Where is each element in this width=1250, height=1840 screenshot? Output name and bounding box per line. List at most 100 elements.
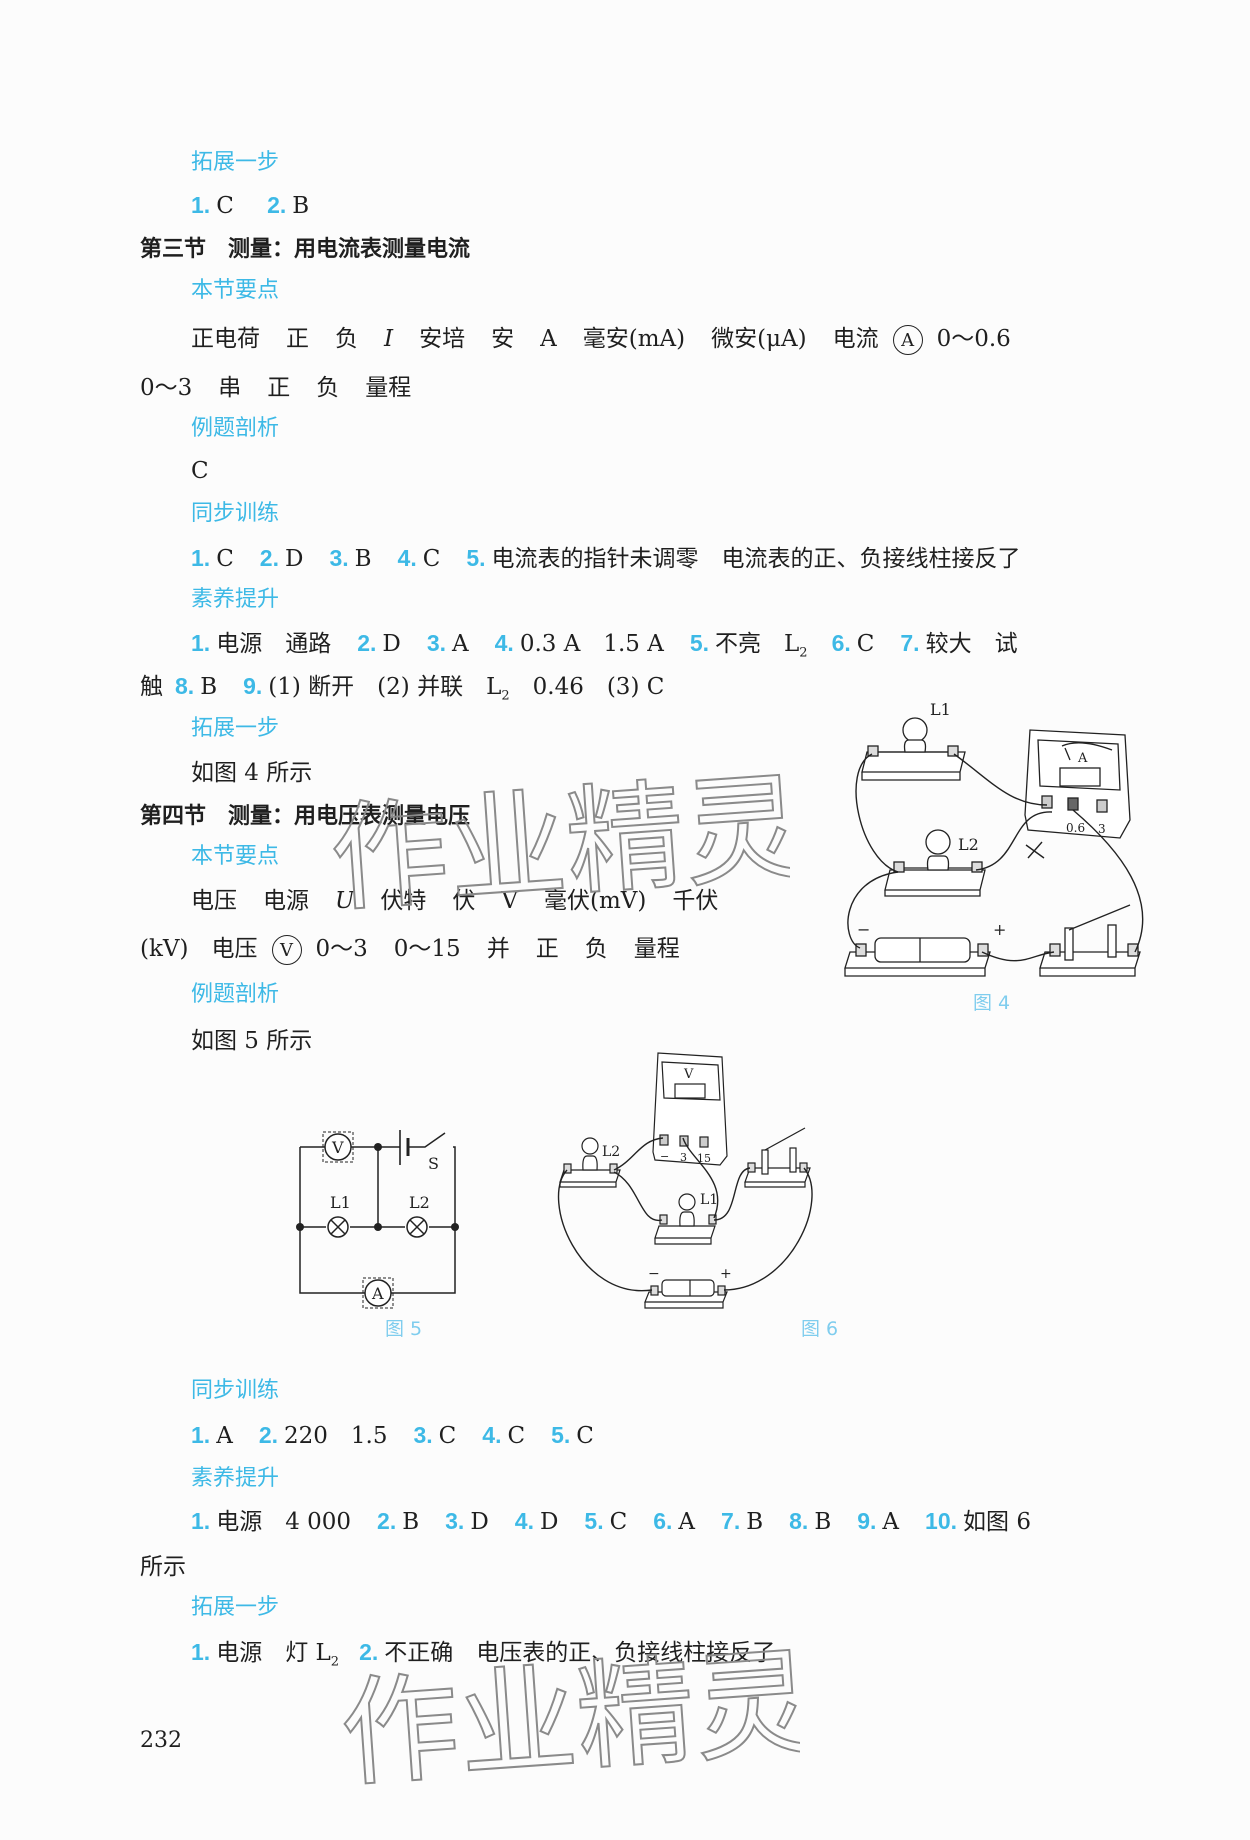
voltmeter-symbol [324,1133,352,1161]
answer: 电源 4 000 [216,1509,352,1535]
minus-label: − [648,1266,660,1282]
term: 正电荷 [191,326,260,352]
lamp-l2-board [884,829,986,897]
term: 伏 [452,888,476,914]
figure-4-circuit: L1 A 0.6 3 L2 − + [844,700,1144,977]
switch [744,1127,811,1188]
answer: A [452,631,469,657]
subheading-improve: 素养提升 [191,587,280,612]
term: 负 [335,326,358,352]
ammeter-label: A [1077,751,1088,766]
ammeter [1024,729,1131,839]
voltmeter [652,1052,728,1166]
voltmeter-label: V [683,1067,694,1082]
q-num: 8. [789,1508,809,1534]
answer: 0.46 (3) C [532,674,665,700]
answer: (1) 断开 (2) 并联 L [268,674,502,700]
term: 安培 [419,326,466,352]
answer: D [539,1509,559,1535]
answer: A [216,1423,233,1449]
term: 0～3 [315,936,368,962]
q-num: 5. [584,1508,604,1534]
q-num: 9. [243,673,263,699]
terminal-minus-label: − [660,1150,669,1163]
q-num: 7. [721,1508,741,1534]
switch [1039,904,1141,977]
q-num: 2. [377,1508,397,1534]
answer: C [609,1509,628,1535]
term: U [335,888,355,914]
term: 正 [267,375,291,401]
q-num: 7. [900,630,920,656]
q-num: 6. [831,630,851,656]
figure-6-caption: 图 6 [801,1318,839,1340]
answer: C [216,546,234,572]
q-num: 10. [925,1508,958,1534]
q-num: 8. [175,673,195,699]
q-num: 3. [426,630,447,656]
terminal-15-label: 15 [697,1152,711,1165]
answer: B [402,1509,420,1535]
term: 安 [491,326,515,352]
answer: D [382,631,401,657]
q-num: 2. [259,545,279,571]
term: 毫伏(mV) [544,888,647,914]
term: 正 [535,936,559,962]
q-num: 4. [397,545,417,571]
battery [844,937,991,977]
subheading-extension: 拓展一步 [191,1595,280,1620]
answer: B [354,546,372,572]
answer: 电流表的指针未调零 电流表的正、负接线柱接反了 [491,546,1021,572]
term: V [501,888,519,914]
q-num: 2. [258,1422,278,1448]
subheading-extension: 拓展一步 [191,716,280,741]
q-num: 3. [445,1508,465,1534]
plus-label: + [993,920,1006,939]
lamp-l1-board [861,717,966,781]
battery [644,1279,728,1309]
q-num: 6. [653,1508,673,1534]
term: 量程 [633,936,680,962]
answer: 0.3 A 1.5 A [519,631,664,657]
lamp-l2-symbol [406,1216,428,1238]
q-num: 1. [191,1422,211,1448]
answer: 不正确 电压表的正、负接线柱接反了 [384,1640,776,1666]
q-num: 1. [191,1639,211,1665]
extension-answer: 如图 4 所示 [191,760,313,786]
page-number: 232 [140,1728,182,1753]
answer: 如图 6 [963,1509,1031,1535]
answer: B [746,1509,764,1535]
term: 伏特 [380,888,427,914]
answer-line: 1.C 2.B [191,190,309,221]
answer: 触 [140,674,163,700]
answer: 不亮 L [715,631,800,657]
q-num: 5. [466,545,486,571]
answer: C [438,1423,457,1449]
label-l1: L1 [330,1193,351,1212]
plus-label: + [720,1266,732,1282]
section-title: 第四节 测量：用电压表测量电压 [140,804,471,829]
answer: A [882,1509,900,1535]
q-num: 4. [514,1508,534,1534]
term: 负 [316,375,340,401]
voltmeter-label: V [331,1138,344,1157]
label-l1: L1 [700,1192,718,1208]
term: 0～15 [393,936,461,962]
term: 电源 [263,888,309,914]
answer: B [292,193,310,219]
answer: C [216,193,234,219]
subheading-extension: 拓展一步 [191,150,280,175]
voltmeter-symbol: V [271,935,302,965]
subheading-keypoints: 本节要点 [191,844,280,869]
